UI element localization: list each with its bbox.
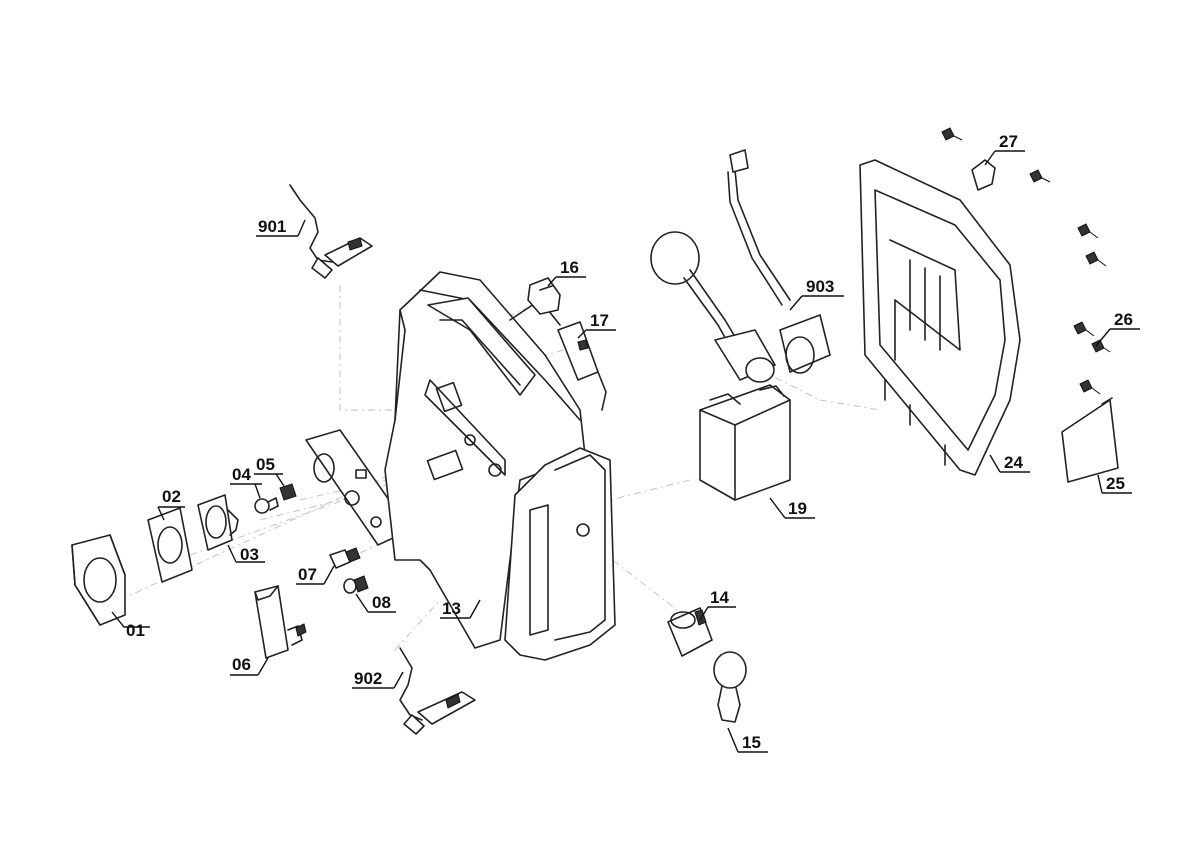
label-04: 04 [232, 465, 251, 484]
part-902-cable-clamp [399, 647, 476, 735]
part-17-bracket [557, 321, 607, 411]
label-903: 903 [806, 277, 834, 296]
part-04-bulb [254, 497, 279, 514]
label-27: 27 [999, 132, 1018, 151]
label-902: 902 [354, 669, 382, 688]
label-06: 06 [232, 655, 251, 674]
label-01: 01 [126, 621, 145, 640]
part-903-compressor [650, 149, 831, 383]
label-17: 17 [590, 311, 609, 330]
part-26-screws [1073, 223, 1111, 395]
part-03-reflector [197, 494, 239, 551]
part-14-socket [667, 607, 713, 657]
label-15: 15 [742, 733, 761, 752]
part-02-lens-plate [147, 507, 193, 583]
part-13-main-housing [384, 271, 616, 661]
label-08: 08 [372, 593, 391, 612]
label-19: 19 [788, 499, 807, 518]
part-07-switch [329, 547, 361, 569]
part-19-battery [699, 384, 791, 501]
part-15-cap [713, 651, 747, 723]
label-13: 13 [442, 599, 461, 618]
part-901-cable-clamp [289, 184, 373, 279]
label-26: 26 [1114, 310, 1133, 329]
label-901: 901 [258, 217, 286, 236]
label-03: 03 [240, 545, 259, 564]
part-01-front-frame [71, 534, 126, 626]
leader-lines [111, 150, 1140, 753]
label-16: 16 [560, 258, 579, 277]
part-27-clip [941, 127, 1051, 191]
label-25: 25 [1106, 474, 1125, 493]
part-25-cover-plate [1061, 397, 1119, 483]
part-16-connector [527, 277, 561, 315]
label-05: 05 [256, 455, 275, 474]
label-24: 24 [1004, 453, 1023, 472]
label-02: 02 [162, 487, 181, 506]
part-08-socket [343, 575, 369, 594]
label-07: 07 [298, 565, 317, 584]
part-number-labels: 01 02 03 04 05 06 07 08 13 14 15 16 17 1… [126, 132, 1133, 752]
part-24-rear-frame [859, 159, 1021, 476]
part-06-module [254, 585, 307, 659]
part-05-spring [279, 483, 297, 501]
label-14: 14 [710, 588, 729, 607]
